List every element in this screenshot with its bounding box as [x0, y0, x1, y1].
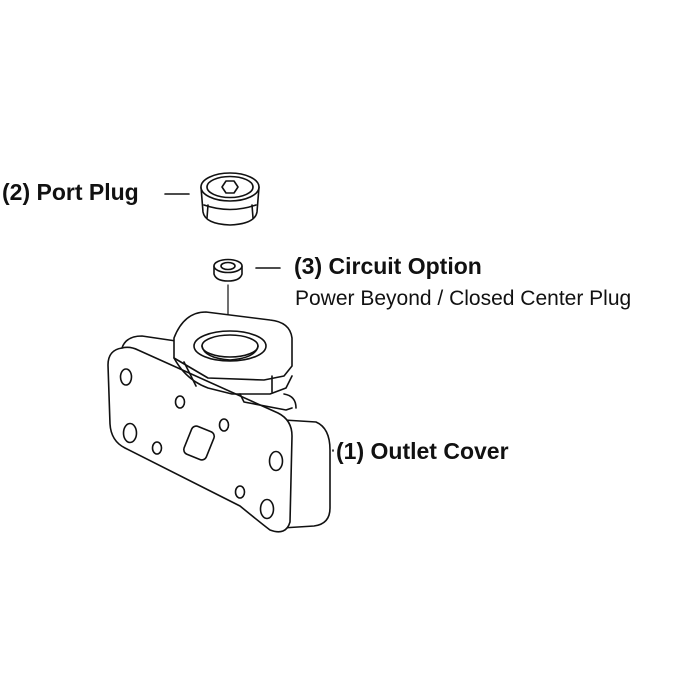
- port-plug-label: (2) Port Plug: [2, 179, 139, 205]
- circuit-option-detail-label: Power Beyond / Closed Center Plug: [295, 287, 632, 310]
- bolt-hole-small-4: [234, 485, 246, 499]
- bolt-hole-right: [268, 450, 284, 472]
- bolt-hole-left: [122, 422, 138, 444]
- outlet-cover-label: (1) Outlet Cover: [336, 438, 509, 464]
- circuit-option-label: (3) Circuit Option: [294, 253, 482, 279]
- bolt-hole-lower-right: [259, 498, 275, 520]
- rectangular-port: [182, 425, 216, 461]
- hex-socket-icon: [221, 180, 239, 194]
- bolt-hole-upper-left: [119, 368, 133, 386]
- outlet-cover-part: [107, 311, 331, 533]
- port-plug-part: [200, 172, 260, 226]
- bolt-hole-small-3: [218, 418, 230, 432]
- circuit-option-part: [213, 258, 243, 282]
- bolt-hole-small-1: [174, 395, 186, 409]
- bolt-hole-small-2: [151, 441, 163, 455]
- outlet-port-bore: [193, 330, 267, 362]
